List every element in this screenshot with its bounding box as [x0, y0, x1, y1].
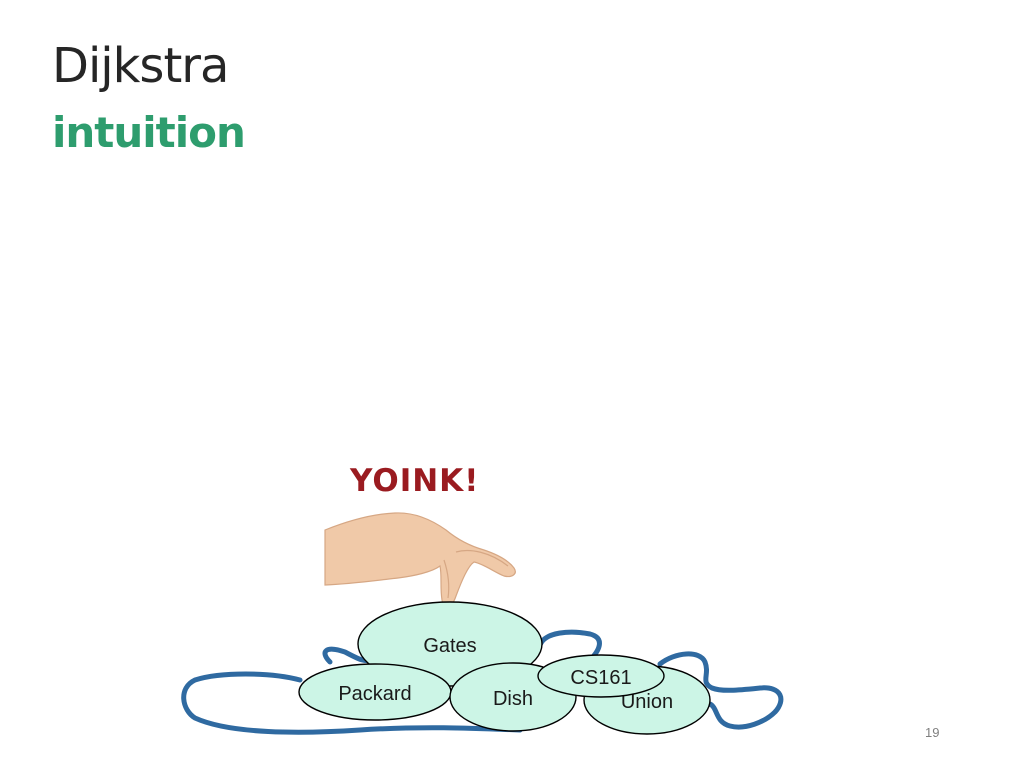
- node-cs161: CS161: [537, 654, 665, 698]
- hand-finger-lines: [455, 549, 509, 567]
- yoink-annotation: YOINK!: [350, 463, 480, 499]
- string-edge-right-loop: [657, 651, 784, 730]
- node-packard: Packard: [298, 663, 452, 721]
- node-dish-label: Dish: [493, 688, 533, 710]
- node-packard-label: Packard: [338, 683, 411, 705]
- page-number: 19: [925, 725, 940, 740]
- node-gates-label: Gates: [423, 635, 476, 657]
- slide-subtitle: intuition: [52, 108, 246, 157]
- hand-icon: [324, 512, 516, 607]
- slide-title: Dijkstra: [52, 38, 229, 94]
- node-union-label: Union: [621, 691, 673, 713]
- node-cs161-shape: [537, 654, 665, 698]
- string-edge-left-loop: [181, 671, 523, 735]
- hand-thumb-line: [443, 559, 450, 599]
- hand-arm: [324, 512, 516, 607]
- node-cs161-label: CS161: [570, 667, 631, 689]
